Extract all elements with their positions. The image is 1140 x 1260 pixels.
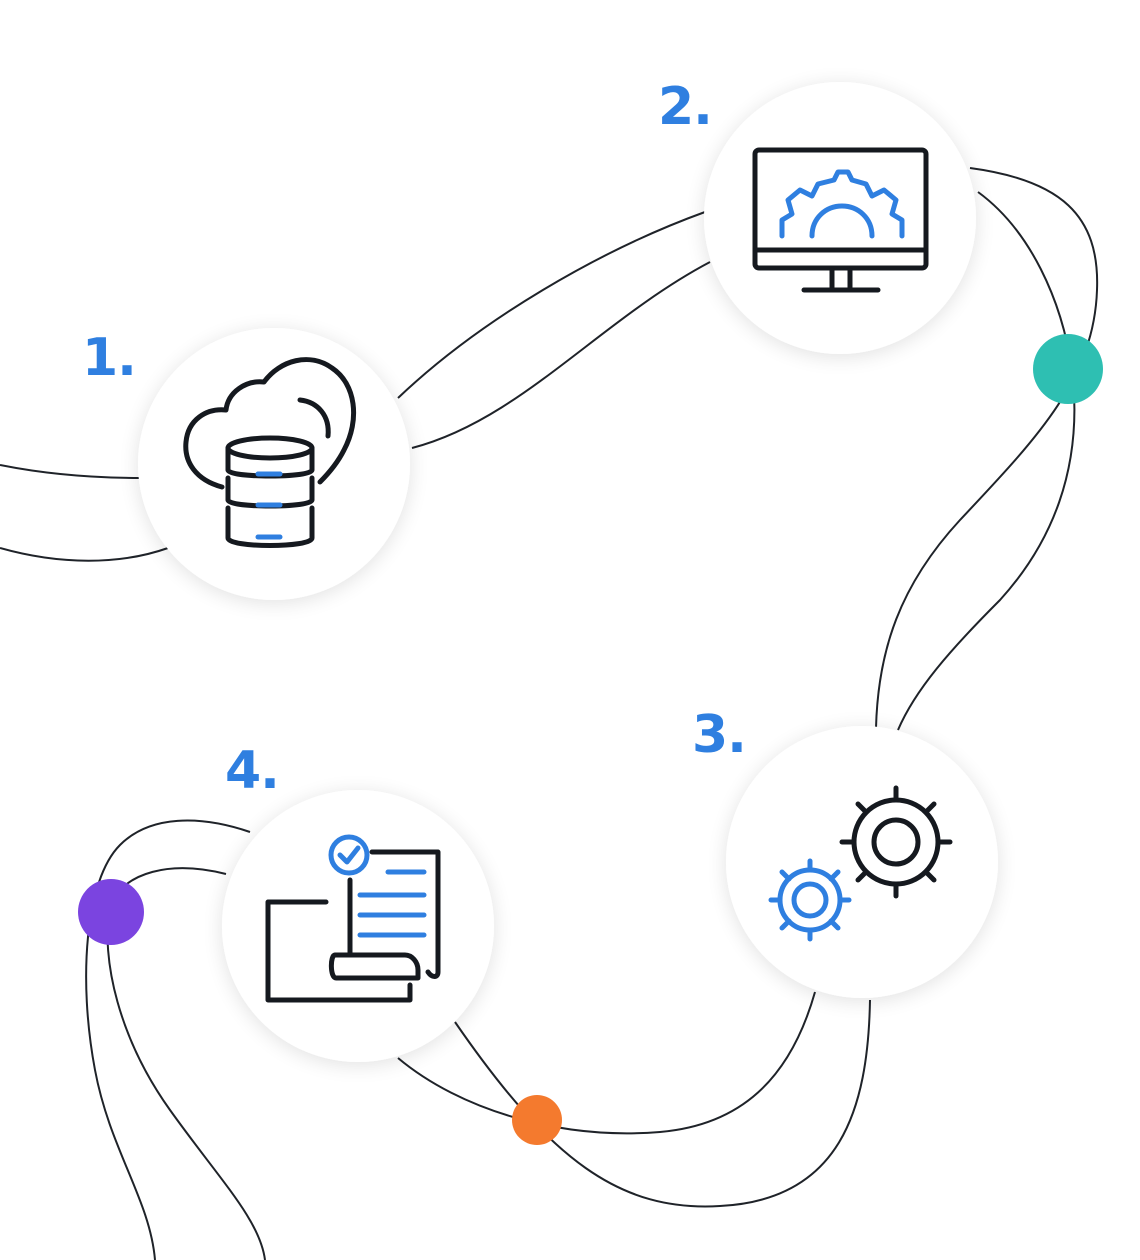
cloud-database-icon [183,357,357,548]
connector-line [397,991,816,1135]
connector-line [454,999,871,1208]
orange-dot [512,1095,562,1145]
connector-line [411,261,711,449]
step-circle [704,82,976,354]
step-number: 2. [658,77,712,137]
step-circle [222,790,494,1062]
step-number: 3. [692,705,746,765]
step-number: 1. [82,328,136,388]
teal-dot [1033,334,1103,404]
step-4: 4. [222,741,494,1062]
monitor-gear-icon [752,147,929,293]
step-circle [726,726,998,998]
connector-line [875,167,1099,729]
step-1: 1. [82,328,410,600]
connector-line [897,191,1076,731]
connector-line [0,547,169,562]
connector-line [85,819,251,1260]
step-circle [138,328,410,600]
connector-line [106,867,266,1260]
connector-lines [0,167,1099,1260]
folder-document-check-icon [265,834,441,1003]
gears-icon [768,785,953,942]
step-2: 2. [658,77,976,354]
purple-dot [78,879,144,945]
step-number: 4. [225,741,279,801]
connector-line [397,211,706,399]
step-3: 3. [692,705,998,998]
connector-line [0,464,141,479]
